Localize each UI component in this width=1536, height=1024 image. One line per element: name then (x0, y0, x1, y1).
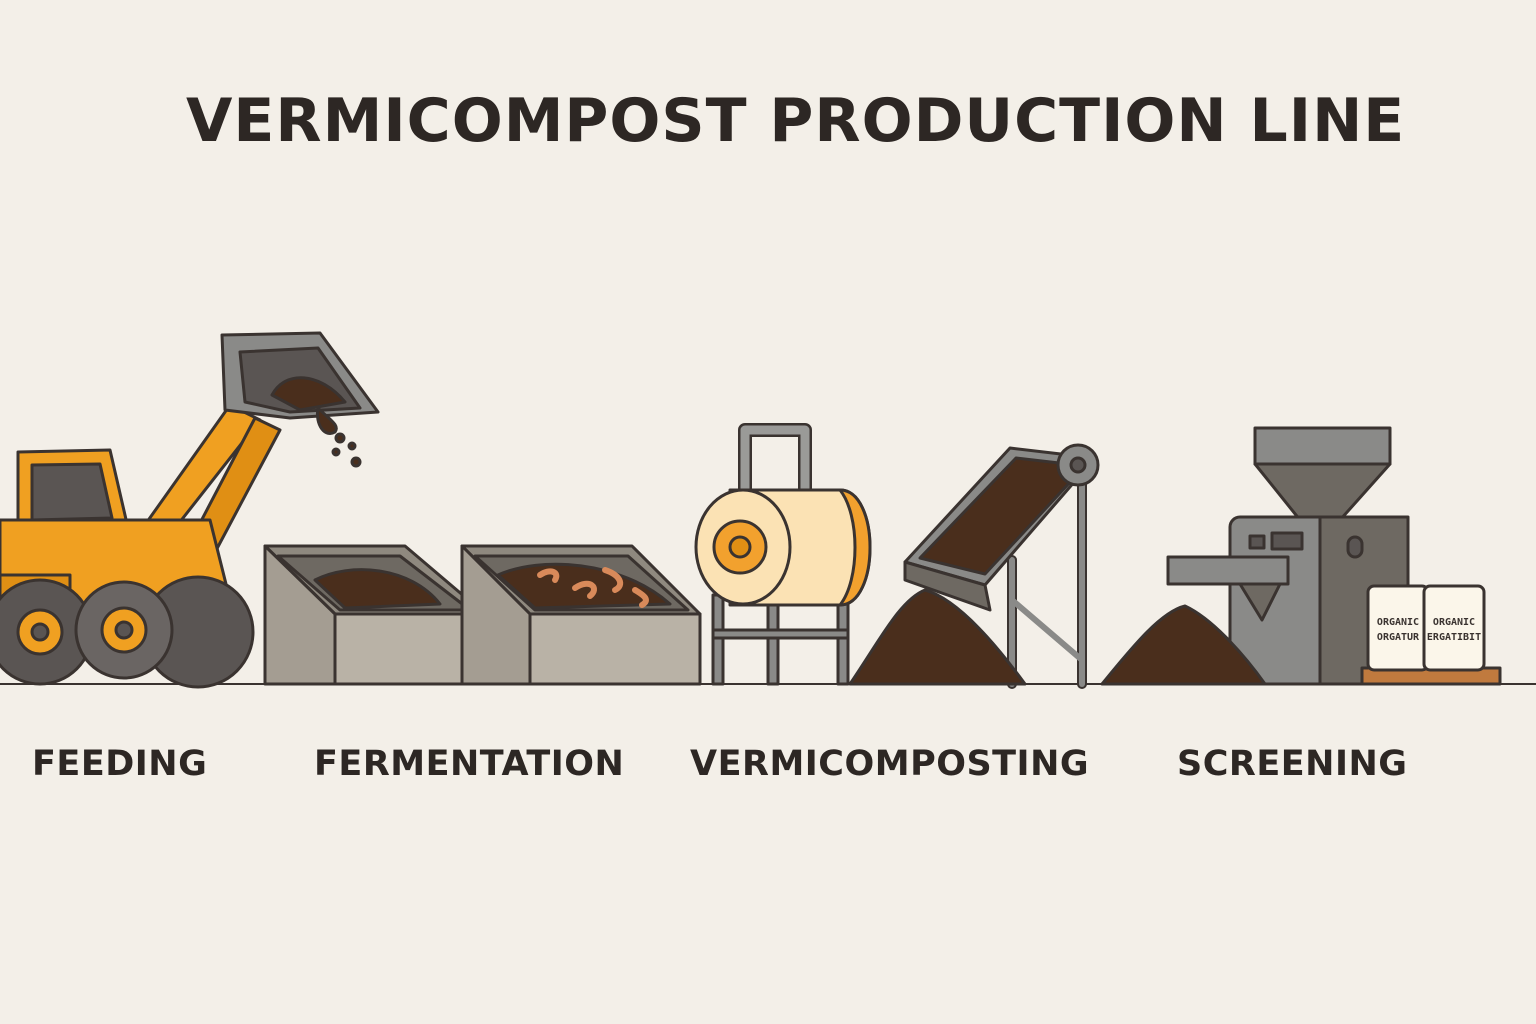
screening-machine-icon (1100, 426, 1502, 686)
stage-label-screening: SCREENING (1177, 744, 1408, 784)
bag-label-line1: ORGANIC (1377, 617, 1419, 628)
stage-label-feeding: FEEDING (32, 744, 208, 784)
drum-and-conveyor-icon (694, 423, 1100, 689)
bag-label-line2: ERGATIBIT (1427, 632, 1481, 643)
fertilizer-bag (1366, 584, 1430, 672)
stage-label-vermicomposting: VERMICOMPOSTING (690, 744, 1090, 784)
stage-label-fermentation: FERMENTATION (314, 744, 625, 784)
fertilizer-bag (1422, 584, 1486, 672)
fermentation-bins-icon (263, 544, 702, 686)
bag-label-line1: ORGANIC (1433, 617, 1475, 628)
bag-label-line2: ORGATUR (1377, 632, 1420, 643)
page-title: VERMICOMPOST PRODUCTION LINE (186, 86, 1406, 156)
wheel-loader-icon (0, 331, 380, 689)
